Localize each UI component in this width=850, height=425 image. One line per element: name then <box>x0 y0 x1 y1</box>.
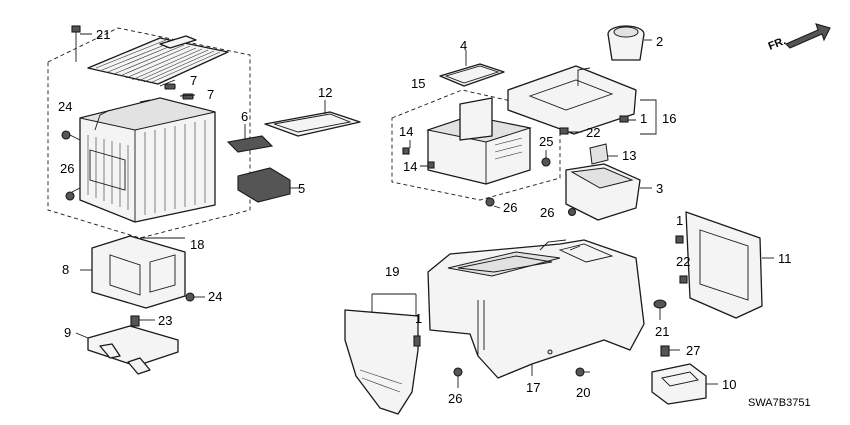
bracket-8 <box>80 235 186 309</box>
callout-14-lower: 14 <box>403 159 417 174</box>
cup-holder-2 <box>607 25 652 61</box>
clip-14b-shape <box>427 161 435 169</box>
callout-26-bottom: 26 <box>448 391 462 406</box>
side-panel-11 <box>675 211 774 319</box>
callout-2: 2 <box>656 34 663 49</box>
box-lid <box>87 35 229 85</box>
callout-18: 18 <box>190 237 204 252</box>
screw-25-shape <box>541 157 551 167</box>
upper-panel-16 <box>507 65 657 135</box>
callout-7-upper: 7 <box>190 73 197 88</box>
callout-11: 11 <box>778 251 792 266</box>
bolt-21-top <box>71 25 81 44</box>
clip-1b-shape <box>413 335 421 347</box>
callout-14-upper: 14 <box>399 124 413 139</box>
storage-box-group <box>47 25 251 239</box>
screw-20 <box>575 367 590 377</box>
screw-26-bottom <box>453 367 463 388</box>
callout-7-lower: 7 <box>207 87 214 102</box>
callout-12: 12 <box>318 85 332 100</box>
clip-1c-shape <box>675 235 684 244</box>
callout-22-upper: 22 <box>586 125 600 140</box>
callout-22-right: 22 <box>676 254 690 269</box>
bolt-27 <box>660 345 680 357</box>
connector-5 <box>237 167 302 203</box>
callout-19: 19 <box>385 264 399 279</box>
callout-25: 25 <box>539 134 553 149</box>
bolt-24-mid <box>185 292 205 302</box>
callout-6: 6 <box>241 109 248 124</box>
callout-21-right: 21 <box>655 324 669 339</box>
clip-22a-shape <box>559 127 569 135</box>
pocket-3 <box>565 163 652 221</box>
callout-1-right: 1 <box>676 213 683 228</box>
callout-5: 5 <box>298 181 305 196</box>
console-body-17 <box>427 239 645 379</box>
callout-24-left: 24 <box>58 99 72 114</box>
callout-27: 27 <box>686 343 700 358</box>
mat-12 <box>264 100 361 137</box>
callout-21-top: 21 <box>96 27 110 42</box>
front-cover-19 <box>344 293 421 415</box>
callout-23: 23 <box>158 313 172 328</box>
callout-15: 15 <box>411 76 425 91</box>
front-marker-text: FR. <box>767 35 788 53</box>
callout-26-pocket: 26 <box>540 205 554 220</box>
mat-4 <box>439 63 505 87</box>
clip-7a-shape <box>164 83 176 90</box>
callout-4: 4 <box>460 38 467 53</box>
clip-7b-shape <box>182 93 194 100</box>
assembly-outline-18 <box>47 27 251 239</box>
screw-24-left-shape <box>61 130 71 140</box>
callout-1-upper: 1 <box>640 111 647 126</box>
screw-26-mid-shape <box>485 197 495 207</box>
callout-1-front: 1 <box>415 311 422 326</box>
callout-24-mid: 24 <box>208 289 222 304</box>
callout-16: 16 <box>662 111 676 126</box>
screw-26-left-shape <box>65 191 75 201</box>
clip-22b-shape <box>679 275 688 284</box>
clip-1a-shape <box>619 115 629 123</box>
pad-13 <box>589 143 618 165</box>
console-upper-group <box>391 50 561 209</box>
storage-box-body <box>79 97 216 223</box>
screw-26-pocket-shape <box>567 207 577 217</box>
bracket-10 <box>651 363 718 405</box>
callout-8: 8 <box>62 262 69 277</box>
callout-10: 10 <box>722 377 736 392</box>
clip-14a-shape <box>402 147 410 155</box>
gasket-6 <box>226 124 274 153</box>
callout-17: 17 <box>526 380 540 395</box>
callout-26-left: 26 <box>60 161 74 176</box>
callout-3: 3 <box>656 181 663 196</box>
bolt-23 <box>130 315 155 327</box>
diagram-code: SWA7B3751 <box>748 397 811 409</box>
callout-13: 13 <box>622 148 636 163</box>
callout-20: 20 <box>576 385 590 400</box>
bolt-21-right <box>653 299 667 320</box>
front-direction-arrow <box>785 23 831 49</box>
callout-26-mid: 26 <box>503 200 517 215</box>
callout-9: 9 <box>64 325 71 340</box>
assembly-outline-15 <box>391 89 561 201</box>
bracket-9 <box>75 325 179 375</box>
